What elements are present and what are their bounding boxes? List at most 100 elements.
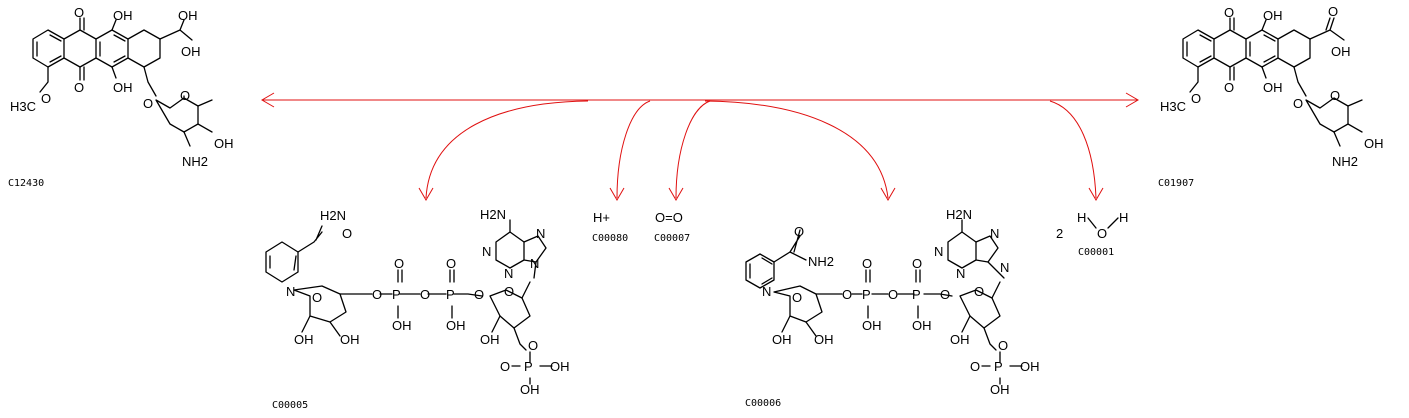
c00005-structure — [265, 219, 553, 385]
c00005-p-2: P — [446, 287, 455, 302]
c12430-rings — [32, 17, 213, 147]
hydrogen-ion-symbol: H+ — [593, 210, 610, 225]
c12430-sugar-oh: OH — [214, 136, 234, 151]
c00005-adenine-n3: N — [504, 266, 513, 281]
compound-id-c00080: C00080 — [592, 233, 628, 244]
c00005-oh-1: OH — [340, 332, 360, 347]
compound-c00006: O NH2 N O OH OH O P O OH O P O OH O O OH… — [745, 207, 1040, 409]
c00006-o-link-1: O — [842, 287, 852, 302]
c00006-p3-oh-bottom: OH — [990, 382, 1010, 397]
c01907-keto-o-top: O — [1224, 5, 1234, 20]
water-bonds — [1087, 217, 1119, 229]
c12430-oh-bottom: OH — [113, 80, 133, 95]
compound-id-c00006: C00006 — [745, 398, 781, 409]
c12430-glyco-o: O — [143, 96, 153, 111]
c00005-adenine-n9: N — [530, 256, 539, 271]
c01907-sugar-o: O — [1330, 88, 1340, 103]
c12430-keto-o-top: O — [74, 5, 84, 20]
oxygen-symbol: O=O — [655, 210, 683, 225]
c00005-adenine-n1: N — [482, 244, 491, 259]
c00005-p3-oh-bottom: OH — [520, 382, 540, 397]
c00006-adenine-n7: N — [990, 226, 999, 241]
c00005-p1-o: O — [394, 256, 404, 271]
arrowhead-c00080 — [609, 187, 625, 201]
water-o: O — [1097, 226, 1107, 241]
c00006-p-1: P — [862, 287, 871, 302]
c00006-p-3: P — [994, 359, 1003, 374]
c01907-oh-top: OH — [1263, 8, 1283, 23]
c00005-phos-o: O — [528, 338, 538, 353]
c00005-p2-o: O — [446, 256, 456, 271]
c00005-n-pyridine: N — [286, 284, 295, 299]
c00005-o-link-1: O — [372, 287, 382, 302]
c00005-o-link-2: O — [420, 287, 430, 302]
c01907-sugar-oh: OH — [1364, 136, 1384, 151]
c00006-p2-o: O — [912, 256, 922, 271]
c00006-amide-o: O — [794, 224, 804, 239]
c00006-adenine-nh2: H2N — [946, 207, 972, 222]
c12430-oh-side: OH — [178, 8, 198, 23]
curve-to-c00001 — [1049, 100, 1097, 199]
arrowhead-c00005 — [418, 187, 434, 201]
c00006-structure — [745, 219, 1023, 385]
c12430-keto-o-bottom: O — [74, 80, 84, 95]
c12430-nh2: NH2 — [182, 154, 208, 169]
c00006-ho-2: OH — [950, 332, 970, 347]
curve-to-c00005 — [425, 100, 589, 199]
c00005-ribose-o: O — [312, 290, 322, 305]
c00006-phos-o: O — [998, 338, 1008, 353]
curve-to-c00080 — [616, 100, 651, 199]
compound-c00080: H+ C00080 — [592, 210, 628, 244]
compound-c12430: O O OH OH OH OH H3C O O O OH NH2 C12430 — [8, 5, 234, 189]
water-h-left: H — [1077, 210, 1086, 225]
c01907-methoxy-o: O — [1191, 91, 1201, 106]
arrowhead-c00001 — [1088, 187, 1104, 201]
c00006-ribose-o: O — [792, 290, 802, 305]
arrowhead-right — [1125, 92, 1139, 108]
compound-id-c00007: C00007 — [654, 233, 690, 244]
c00005-ho-2: OH — [480, 332, 500, 347]
compound-id-c01907: C01907 — [1158, 178, 1194, 189]
c00006-ho-1: OH — [772, 332, 792, 347]
c12430-methoxy: H3C — [10, 99, 36, 114]
c01907-keto-o-bottom: O — [1224, 80, 1234, 95]
c00006-p3-oh-right: OH — [1020, 359, 1040, 374]
c00006-phos-o-double: O — [970, 359, 980, 374]
arrowhead-left — [261, 92, 275, 108]
compound-id-c00001: C00001 — [1078, 247, 1114, 258]
c01907-methoxy: H3C — [1160, 99, 1186, 114]
water-coefficient: 2 — [1056, 226, 1063, 241]
c00006-n-pyridinium: N — [762, 284, 771, 299]
arrowhead-c00006 — [880, 187, 896, 201]
c12430-oh-ring: OH — [181, 44, 201, 59]
compound-id-c00005: C00005 — [272, 400, 308, 411]
c00006-p2-oh: OH — [912, 318, 932, 333]
c01907-oh-bottom: OH — [1263, 80, 1283, 95]
c00005-p3-oh-right: OH — [550, 359, 570, 374]
c00006-o-link-2: O — [888, 287, 898, 302]
c00005-adenine-n7: N — [536, 226, 545, 241]
arrowhead-c00007 — [668, 187, 684, 201]
compound-id-c12430: C12430 — [8, 178, 44, 189]
c00005-adenine-nh2: H2N — [480, 207, 506, 222]
c00005-ribose2-o: O — [504, 284, 514, 299]
c00006-p1-oh: OH — [862, 318, 882, 333]
c00006-adenine-n1: N — [934, 244, 943, 259]
compound-c00005: H2N O N O OH OH O P O OH O P O OH O O OH… — [265, 207, 570, 411]
reaction-arrows — [261, 92, 1139, 201]
c00006-p-2: P — [912, 287, 921, 302]
c00006-ribose2-o: O — [974, 284, 984, 299]
c00006-adenine-n9: N — [1000, 260, 1009, 275]
c00005-p-1: P — [392, 287, 401, 302]
c00005-ho-1: OH — [294, 332, 314, 347]
c00005-phos-o-double: O — [500, 359, 510, 374]
c01907-nh2: NH2 — [1332, 154, 1358, 169]
c00005-amide-o: O — [342, 226, 352, 241]
c12430-methoxy-o: O — [41, 91, 51, 106]
c01907-oh-ring: OH — [1331, 44, 1351, 59]
c12430-oh-top: OH — [113, 8, 133, 23]
c00006-oh-1: OH — [814, 332, 834, 347]
c00005-p-3: P — [524, 359, 533, 374]
curve-to-c00007 — [675, 100, 711, 199]
